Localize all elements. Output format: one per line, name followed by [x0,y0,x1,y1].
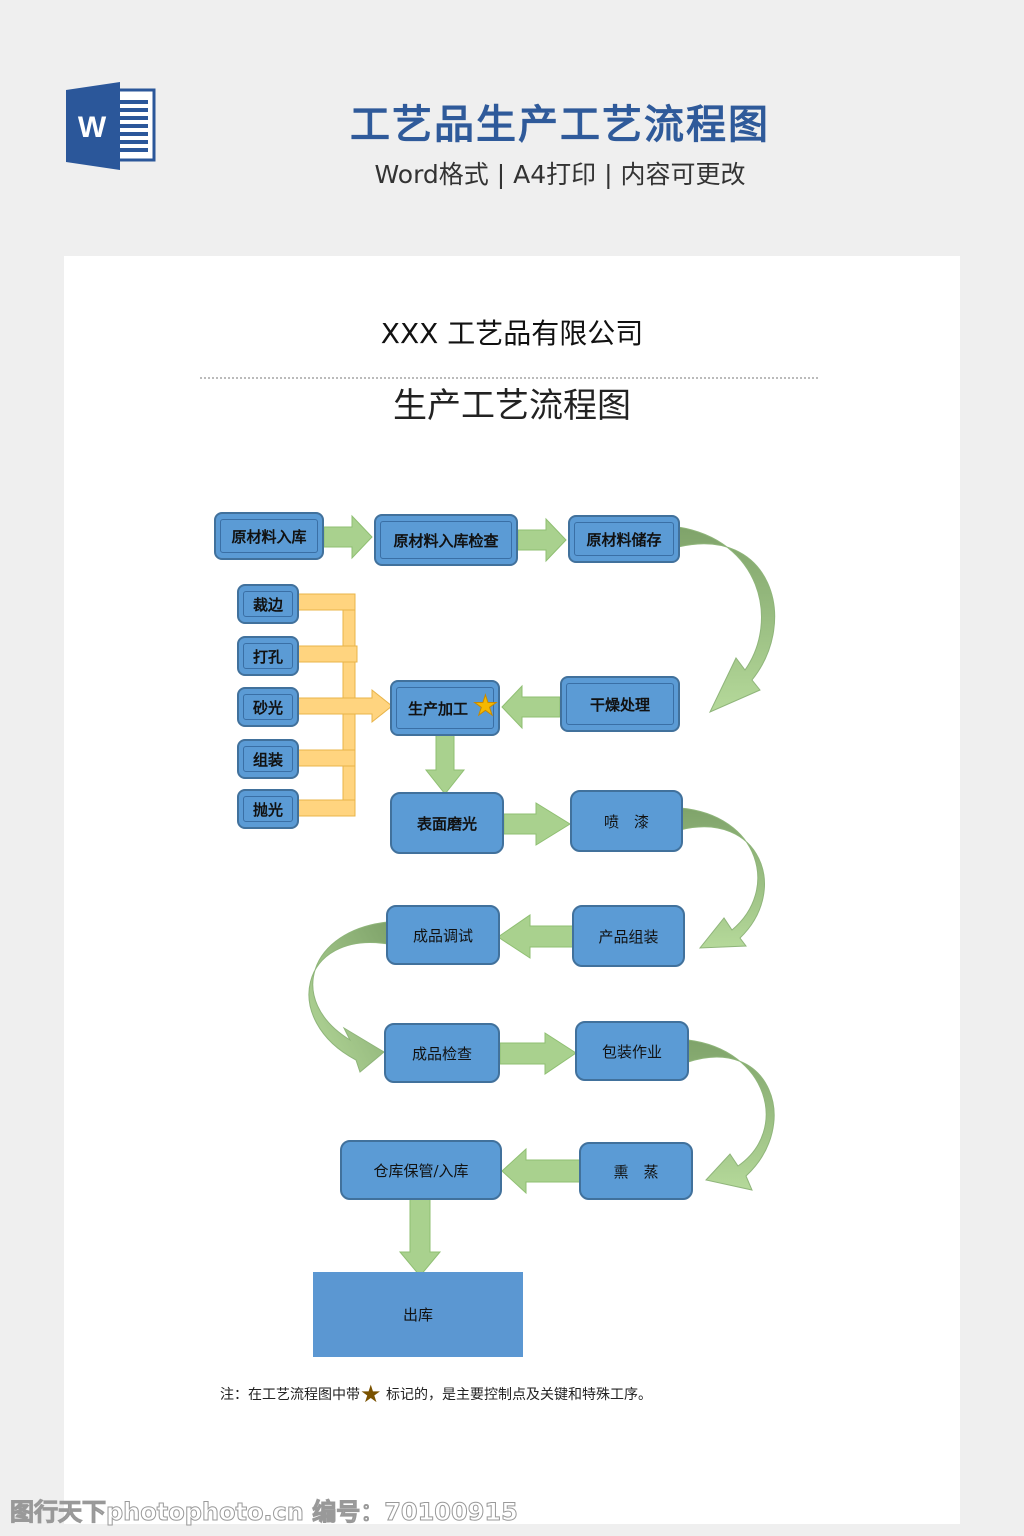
step-box-raw-material-storage: 原材料储存 [568,515,680,563]
sub-step-box: 打孔 [237,636,299,676]
step-box-debug: 成品调试 [386,905,500,965]
connector-bar [297,593,356,611]
curved-arrow [679,807,765,949]
svg-text:W: W [78,111,107,144]
step-box-fumigation: 熏 蒸 [579,1142,693,1200]
dotted-divider [200,377,818,379]
arrow-down [398,1197,442,1277]
arrow-left [501,1147,581,1195]
step-box-processing: 生产加工 ★ [390,680,500,736]
connector-bar [297,799,356,817]
header-subtitle: Word格式 | A4打印 | 内容可更改 [374,160,746,189]
company-name: XXX 工艺品有限公司 [380,317,644,350]
arrow-right [503,802,571,846]
arrow-left [497,914,575,959]
step-box-raw-material-in: 原材料入库 [214,512,324,560]
arrow-right [517,517,567,563]
star-icon: ★ [472,689,498,722]
step-box-final-inspection: 成品检查 [384,1023,500,1083]
step-box-packing: 包装作业 [575,1021,689,1081]
word-document-icon: W [64,82,156,170]
watermark: 图行天下photophoto.cn 编号：70100915 [10,1498,519,1527]
curved-arrow [687,1039,775,1191]
star-icon: ★ [360,1380,382,1408]
arrow-right [297,688,393,724]
step-box-drying: 干燥处理 [560,676,680,732]
footnote: 注：在工艺流程图中带★ 标记的，是主要控制点及关键和特殊工序。 [220,1380,652,1408]
step-box-exit: 出库 [313,1272,523,1357]
step-box-warehouse: 仓库保管/入库 [340,1140,502,1200]
sub-step-box: 裁边 [237,584,299,624]
connector-bar [297,749,356,767]
arrow-right [323,514,373,560]
arrow-right [499,1032,577,1075]
arrow-down [424,733,466,795]
connector-bar [297,645,358,663]
arrow-left [501,684,561,730]
step-box-surface-polish: 表面磨光 [390,792,504,854]
document-title: 生产工艺流程图 [393,386,631,426]
header-title: 工艺品生产工艺流程图 [350,102,770,148]
sub-step-box: 砂光 [237,687,299,727]
sub-step-box: 组装 [237,739,299,779]
step-box-raw-material-check: 原材料入库检查 [374,514,518,566]
curved-arrow [677,526,776,714]
curved-arrow [308,921,389,1073]
step-box-spray-paint: 喷 漆 [570,790,683,852]
step-box-assembly: 产品组装 [572,905,685,967]
sub-step-box: 抛光 [237,789,299,829]
